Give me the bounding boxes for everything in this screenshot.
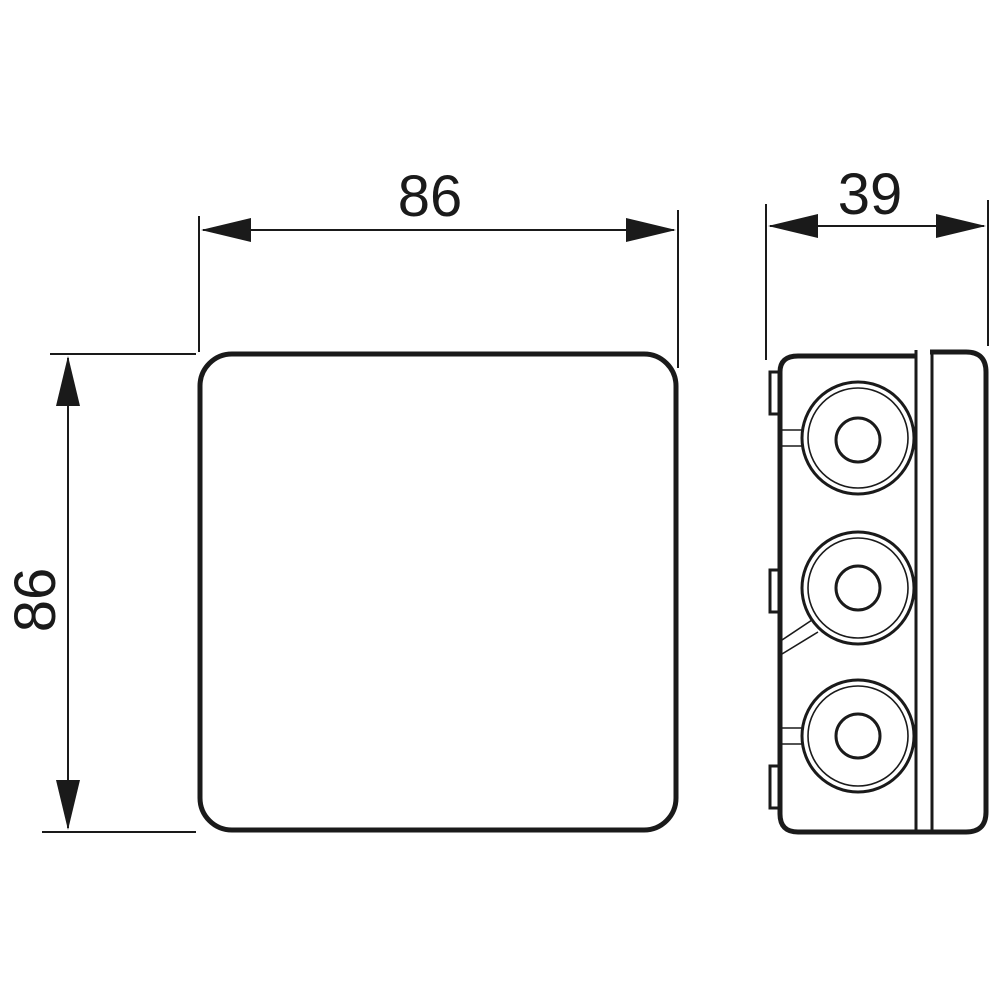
width-arrow-left bbox=[201, 218, 251, 242]
side-view-tab-top bbox=[768, 370, 780, 416]
front-view-outline bbox=[197, 351, 679, 833]
cable-gland-bottom bbox=[782, 678, 916, 794]
cable-gland-top-hole bbox=[834, 416, 882, 464]
cable-gland-middle-outer bbox=[800, 530, 916, 646]
depth-arrow-right bbox=[936, 214, 986, 238]
height-dimension: 86 bbox=[3, 353, 196, 833]
side-view bbox=[768, 349, 989, 835]
height-arrow-top bbox=[56, 356, 80, 406]
depth-arrow-left bbox=[768, 214, 818, 238]
cable-gland-top-ring bbox=[807, 387, 909, 489]
cable-gland-bottom-ring bbox=[807, 685, 909, 787]
depth-dimension: 39 bbox=[765, 162, 989, 360]
cable-gland-middle-hole bbox=[834, 564, 882, 612]
side-view-tab-bottom bbox=[768, 764, 780, 810]
width-dimension-label: 86 bbox=[398, 164, 463, 229]
front-view bbox=[197, 351, 679, 833]
height-dimension-label: 86 bbox=[3, 568, 68, 633]
cable-gland-top-web bbox=[782, 429, 804, 447]
cable-gland-bottom-web bbox=[782, 727, 804, 745]
side-view-tab-middle bbox=[768, 568, 780, 614]
depth-dimension-label: 39 bbox=[838, 162, 903, 227]
cable-gland-middle-web bbox=[781, 619, 819, 655]
cable-gland-middle bbox=[781, 530, 916, 655]
cable-gland-bottom-hole bbox=[834, 712, 882, 760]
cable-gland-top bbox=[782, 380, 916, 496]
width-dimension: 86 bbox=[198, 164, 679, 368]
width-arrow-right bbox=[626, 218, 676, 242]
cable-gland-middle-ring bbox=[807, 537, 909, 639]
side-view-body bbox=[777, 349, 989, 835]
height-arrow-bottom bbox=[56, 780, 80, 830]
cable-gland-bottom-outer bbox=[800, 678, 916, 794]
cable-gland-top-outer bbox=[800, 380, 916, 496]
